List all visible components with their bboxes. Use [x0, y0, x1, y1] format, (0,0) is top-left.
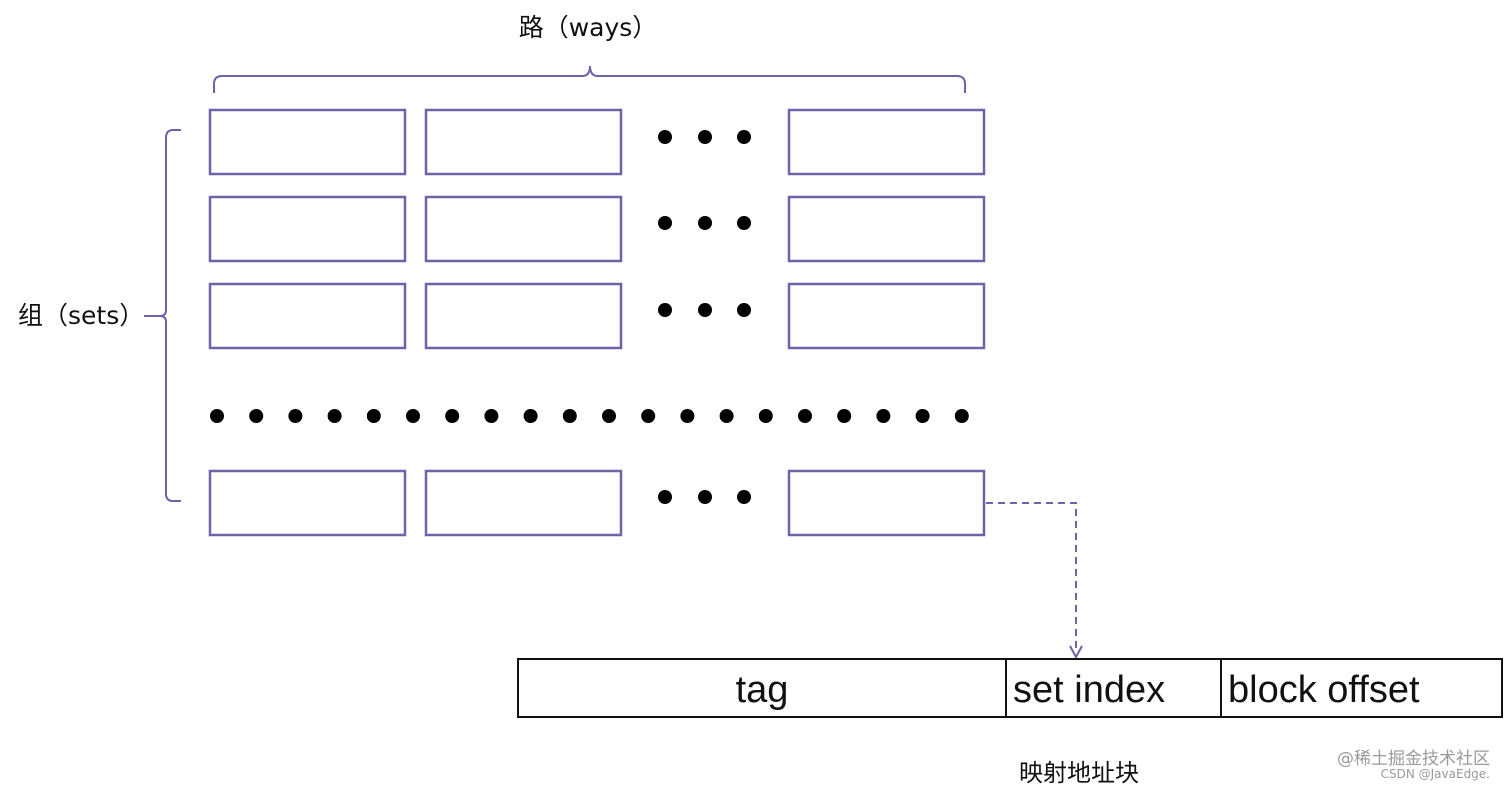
- ways-label: 路（ways）: [519, 13, 658, 42]
- ellipsis-dot: [876, 409, 891, 423]
- ellipsis-dot: [758, 409, 773, 423]
- mapping-arrow: [986, 502, 1077, 652]
- ellipsis-dots: [658, 216, 751, 230]
- cache-line: [787, 469, 986, 537]
- mapping-arrowhead: [1069, 645, 1083, 660]
- ellipsis-dot: [641, 409, 656, 423]
- cache-line: [208, 282, 407, 350]
- cache-line: [424, 282, 623, 350]
- ellipsis-dot: [327, 409, 342, 423]
- cache-line: [208, 108, 407, 176]
- watermark-line-2: CSDN @JavaEdge.: [1380, 767, 1490, 781]
- cache-line: [787, 282, 986, 350]
- ellipsis-dot: [249, 409, 264, 423]
- ellipsis-dot: [915, 409, 930, 423]
- address-block-offset-field: [1220, 658, 1503, 718]
- cache-set-row-3: [208, 282, 986, 350]
- ellipsis-dot: [680, 409, 695, 423]
- address-block: tag set index block offset: [517, 658, 1503, 718]
- set-index-label: set index: [1013, 669, 1165, 711]
- address-caption: 映射地址块: [1019, 759, 1139, 787]
- ellipsis-dot: [562, 409, 577, 423]
- ellipsis-dot: [837, 409, 852, 423]
- ellipsis-dot: [484, 409, 499, 423]
- sets-label: 组（sets）: [18, 301, 144, 330]
- ellipsis-dot: [719, 409, 734, 423]
- ways-brace: [213, 65, 966, 93]
- tag-label: tag: [736, 669, 789, 711]
- cache-line: [424, 108, 623, 176]
- ellipsis-dot: [210, 409, 224, 423]
- address-tag-field: [517, 658, 1007, 718]
- watermark-line-1: @稀土掘金技术社区: [1337, 749, 1490, 769]
- sets-brace: [159, 129, 181, 502]
- ellipsis-dot: [523, 409, 538, 423]
- ellipsis-dot: [366, 409, 381, 423]
- ellipsis-dot: [445, 409, 460, 423]
- cache-line: [208, 469, 407, 537]
- cache-line: [787, 195, 986, 263]
- ellipsis-dot: [954, 409, 969, 423]
- cache-line: [208, 195, 407, 263]
- ellipsis-dot: [602, 409, 616, 423]
- ellipsis-dot: [288, 409, 303, 423]
- cache-set-row-1: [208, 108, 986, 176]
- ellipsis-dot: [798, 409, 812, 423]
- cache-set-row-2: [208, 195, 986, 263]
- ellipsis-dots: [658, 303, 751, 317]
- ellipsis-dot: [406, 409, 420, 423]
- cache-line: [424, 469, 623, 537]
- ellipsis-dots-row: [210, 409, 969, 423]
- cache-line: [424, 195, 623, 263]
- cache-line: [787, 108, 986, 176]
- address-set-index-field: [1005, 658, 1222, 718]
- block-offset-label: block offset: [1228, 669, 1420, 711]
- ellipsis-dots: [658, 490, 751, 504]
- ellipsis-dots: [658, 130, 751, 144]
- cache-set-row-last: [208, 469, 986, 537]
